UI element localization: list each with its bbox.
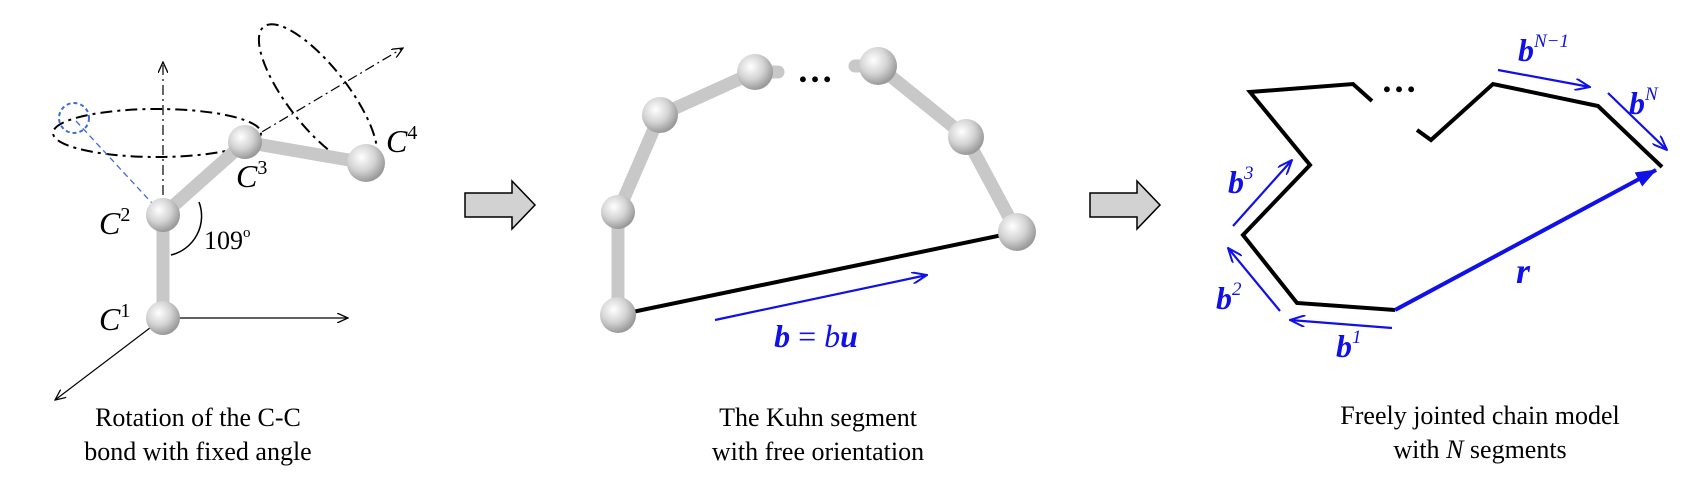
label-b3: b3	[1228, 163, 1254, 200]
angle-label: 109o	[204, 225, 251, 255]
caption-panel3-line1: Freely jointed chain model	[1340, 401, 1619, 430]
kuhn-atom-4	[737, 54, 773, 90]
atom-c3	[228, 125, 262, 159]
kuhn-chain-bonds	[611, 65, 762, 322]
kuhn-end-to-end-segment	[617, 230, 1018, 317]
label-r: r	[1516, 251, 1531, 291]
kuhn-atom-2	[601, 195, 635, 229]
label-c2: C2	[99, 204, 130, 241]
panel-cc-rotation: C1 C2 C3 C4 109o Rotation of the C-C bon…	[52, 23, 417, 466]
bond-c3-c4	[238, 135, 373, 170]
bond-c2-c3	[156, 135, 252, 222]
label-c3: C3	[236, 157, 267, 194]
label-bN1: bN−1	[1518, 31, 1569, 68]
kuhn-chain-bonds-right	[871, 59, 1024, 239]
caption-panel1-line2: bond with fixed angle	[84, 437, 311, 466]
bond-angle-arc	[170, 201, 203, 256]
kuhn-atom-5	[859, 47, 897, 85]
kuhn-atom-7	[998, 213, 1036, 251]
label-b2: b2	[1216, 279, 1242, 316]
atom-c2	[146, 198, 180, 232]
kuhn-ellipsis: …	[797, 50, 833, 90]
kuhn-atom-1	[600, 297, 636, 333]
panel-kuhn-segment: … b = bu The Kuhn segment with free orie…	[600, 47, 1036, 466]
kuhn-atom-6	[948, 119, 984, 155]
vector-r-arrow	[1394, 168, 1657, 312]
caption-panel3-line2: with N segments	[1393, 435, 1566, 464]
caption-panel1-line1: Rotation of the C-C	[95, 403, 301, 432]
panel-freely-jointed-chain: … b1 b2 b3 bN−1 bN r Freely jointed chai…	[1216, 31, 1667, 464]
rotation-axis-diagonal	[244, 48, 403, 143]
kuhn-atom-3	[642, 97, 678, 133]
kuhn-equation: b = bu	[774, 318, 858, 354]
vector-bN1-arrow	[1497, 68, 1590, 87]
projection-line	[75, 120, 164, 216]
vector-b1-arrow	[1290, 320, 1393, 330]
fjc-chain-right	[1415, 81, 1664, 169]
label-b1: b1	[1336, 327, 1362, 364]
atom-c1	[146, 301, 180, 335]
atom-c4	[347, 144, 385, 182]
fjc-ellipsis: …	[1381, 60, 1417, 100]
kuhn-direction-arrow	[714, 275, 927, 322]
z-axis-diagonal	[55, 317, 164, 400]
label-bN: bN	[1629, 84, 1659, 121]
vector-b3-arrow	[1232, 160, 1292, 227]
label-c1: C1	[99, 300, 130, 337]
fjc-chain-left	[1240, 81, 1396, 312]
vector-b2-arrow	[1228, 248, 1281, 312]
flow-arrow-1	[464, 179, 537, 231]
projected-atom-outline	[58, 102, 90, 134]
caption-panel2-line2: with free orientation	[712, 437, 924, 466]
flow-arrow-2	[1089, 179, 1162, 231]
vector-bN-arrow	[1607, 92, 1667, 150]
label-c4: C4	[386, 122, 417, 159]
rotation-ellipse-horizontal	[52, 108, 262, 158]
caption-panel2-line1: The Kuhn segment	[719, 403, 918, 432]
